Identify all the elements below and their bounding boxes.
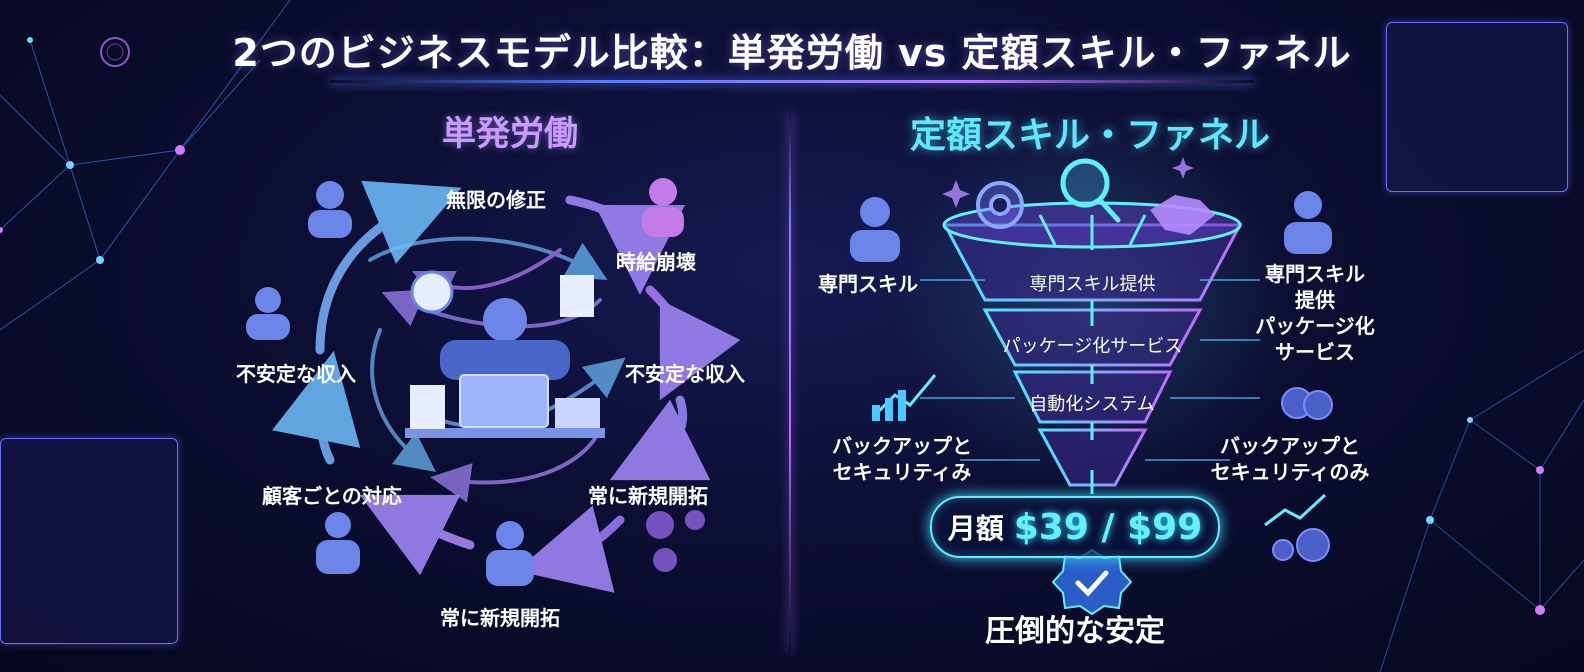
label-per-client-handling: 顧客ごとの対応 — [262, 484, 402, 508]
label-always-new-clients-right: 常に新規開拓 — [588, 484, 708, 508]
left-heading: 単発労働 — [442, 114, 578, 154]
label-unstable-income-left: 不安定な収入 — [236, 362, 356, 386]
right-heading: 定額スキル・ファネル — [909, 115, 1270, 156]
side-label-right-top-4: サービス — [1275, 340, 1355, 364]
title-underline — [330, 80, 1254, 83]
page-title: 2つのビジネスモデル比較：単発労働 vs 定額スキル・ファネル — [232, 31, 1352, 75]
result-stability: 圧倒的な安定 — [985, 614, 1165, 649]
label-infinite-revisions: 無限の修正 — [446, 188, 546, 212]
funnel-tier-3: 自動化システム — [1029, 394, 1155, 415]
center-divider — [789, 112, 791, 652]
label-hourly-collapse: 時給崩壊 — [616, 250, 696, 274]
side-label-right-top-1: 専門スキル — [1265, 262, 1365, 286]
price-value: $39 / $99 — [1013, 506, 1203, 548]
funnel-tier-1: 専門スキル提供 — [1029, 274, 1156, 295]
side-label-backup-left-1: バックアップと — [832, 434, 972, 458]
side-label-backup-right-1: バックアップと — [1220, 434, 1360, 458]
side-label-right-top-3: パッケージ化 — [1255, 314, 1375, 338]
side-label-right-top-2: 提供 — [1295, 288, 1335, 312]
price-label: 月額 — [947, 512, 1004, 545]
label-unstable-income-right: 不安定な収入 — [625, 362, 745, 386]
side-label-expert-skill: 専門スキル — [818, 272, 918, 296]
funnel-tier-2: パッケージ化サービス — [1002, 336, 1183, 357]
label-always-new-clients-bottom: 常に新規開拓 — [440, 606, 560, 630]
side-label-backup-right-2: セキュリティのみ — [1210, 460, 1370, 484]
side-label-backup-left-2: セキュリティみ — [832, 460, 972, 484]
decor-chart-panel — [0, 438, 178, 644]
price-box: 月額 $39 / $99 — [930, 496, 1220, 558]
decor-code-panel — [1386, 22, 1568, 192]
